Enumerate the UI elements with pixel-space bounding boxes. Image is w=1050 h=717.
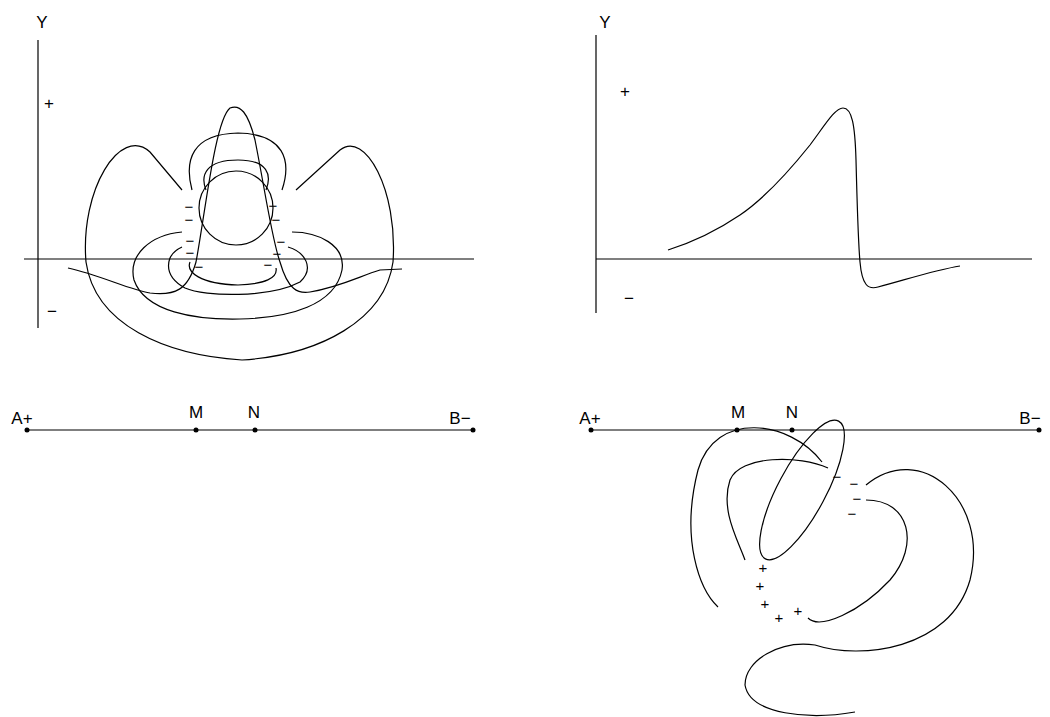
electrode-label: A+: [11, 410, 32, 427]
charge-sign: −: [850, 476, 859, 491]
electrode-label: A+: [579, 410, 600, 427]
sign-label: −: [624, 290, 634, 307]
point-label: M: [189, 404, 203, 421]
x-axis: [596, 258, 1032, 259]
field-line: [808, 500, 907, 622]
x-axis: [24, 258, 474, 259]
charge-sign: −: [273, 246, 282, 261]
field-line: [745, 470, 973, 716]
sign-label: +: [44, 95, 54, 112]
dipole-ellipse: [744, 410, 860, 570]
charge-sign: −: [264, 257, 273, 272]
field-line: [85, 146, 393, 360]
potential-curve: [68, 107, 402, 294]
field-line: [133, 232, 342, 319]
charge-sign: −: [185, 212, 194, 227]
charge-sign: −: [848, 506, 857, 521]
sign-label: +: [620, 83, 630, 100]
point-label: N: [786, 404, 798, 421]
electrode-label: B−: [449, 410, 470, 427]
charge-sign: +: [756, 578, 765, 593]
charge-sign: −: [833, 469, 842, 484]
charge-sign: −: [195, 259, 204, 274]
field-line: [189, 133, 286, 190]
dipole-circle: [199, 171, 273, 245]
charge-sign: −: [272, 212, 281, 227]
y-axis: [37, 40, 38, 328]
field-line: [727, 459, 828, 560]
charge-sign: +: [759, 560, 768, 575]
point-label: M: [731, 404, 745, 421]
lead-line: [27, 429, 473, 430]
electrode-label: B−: [1019, 410, 1040, 427]
charge-sign: +: [775, 610, 784, 625]
point-label: N: [248, 404, 260, 421]
lead-line: [591, 429, 1039, 430]
charge-sign: +: [761, 596, 770, 611]
axis-label: Y: [36, 14, 47, 31]
charge-sign: +: [794, 603, 803, 618]
charge-sign: −: [186, 245, 195, 260]
field-line: [204, 160, 268, 190]
charge-sign: −: [269, 198, 278, 213]
charge-sign: −: [853, 491, 862, 506]
sign-label: −: [47, 303, 57, 320]
potential-curve: [668, 108, 960, 288]
field-line: [691, 428, 822, 607]
y-axis: [595, 35, 596, 313]
axis-label: Y: [599, 14, 610, 31]
